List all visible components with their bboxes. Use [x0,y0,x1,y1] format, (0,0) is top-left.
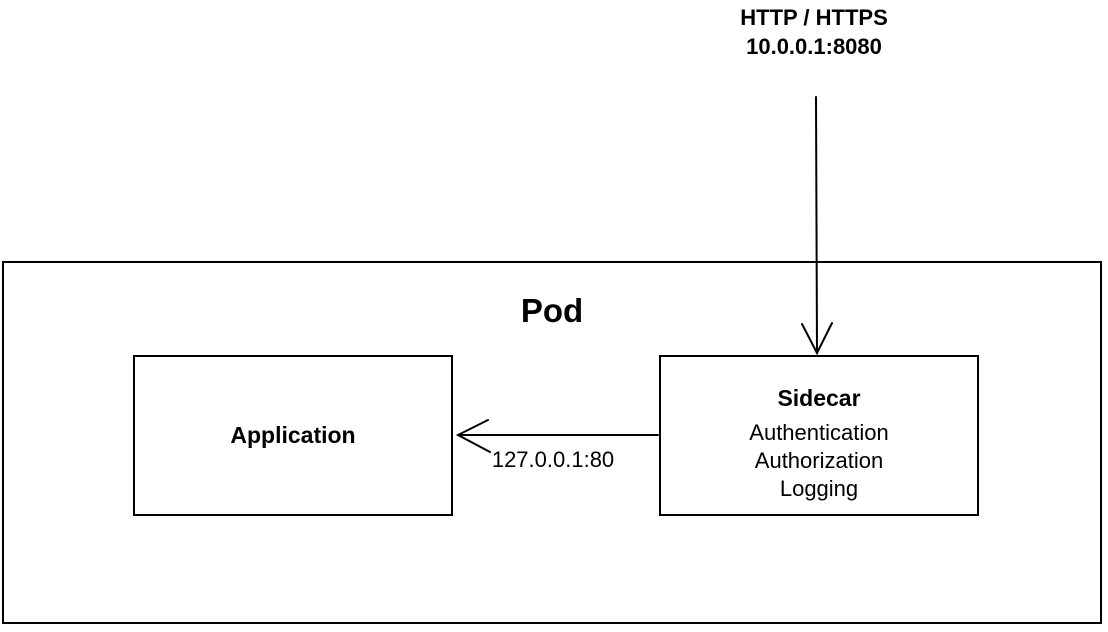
sidecar-feature-authorization: Authorization [754,448,884,473]
external-traffic-label: HTTP / HTTPS 10.0.0.1:8080 [700,3,928,61]
pod-title: Pod [520,292,584,329]
sidecar-box: Sidecar Authentication Authorization Log… [659,355,979,516]
application-title: Application [230,422,356,448]
sidecar-title: Sidecar [777,385,861,411]
internal-port-label: 127.0.0.1:80 [491,447,615,472]
application-box: Application [133,355,453,516]
external-traffic-protocol: HTTP / HTTPS [740,5,888,30]
pod-boundary [2,261,1102,624]
sidecar-feature-authentication: Authentication [749,420,889,445]
sidecar-feature-logging: Logging [779,476,859,501]
external-traffic-address: 10.0.0.1:8080 [746,34,882,59]
